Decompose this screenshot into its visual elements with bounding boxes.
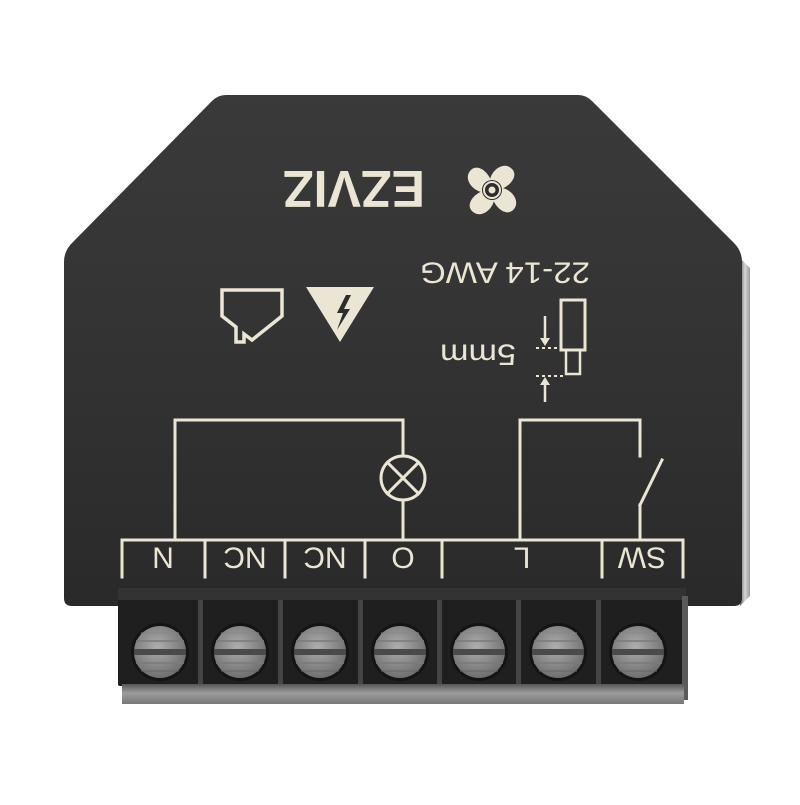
terminal-screw-icon	[210, 622, 270, 682]
terminal-divider	[358, 600, 363, 684]
terminal-divider	[516, 600, 521, 684]
terminal-screw-icon	[608, 622, 668, 682]
terminal-block-base	[122, 684, 684, 704]
neutral-wire	[173, 418, 405, 542]
terminal-label-sw: SW	[617, 541, 666, 574]
arrow-up-head	[540, 377, 550, 385]
terminal-label-frame	[120, 538, 685, 579]
terminal-screw-icon	[449, 622, 509, 682]
wire-gauge-label: 22-14 AWG	[420, 256, 590, 289]
printed-markings: EZVIZ 22-14 AWG 5mm	[120, 159, 685, 579]
terminal-label-l: L	[514, 541, 531, 574]
indoor-use-icon	[220, 288, 284, 344]
terminal-divider	[278, 600, 283, 684]
module-body-sheen	[64, 95, 742, 606]
lightning-bolt-icon	[337, 295, 351, 330]
terminal-label-nc-2: NC	[303, 541, 346, 574]
wire-conductor	[564, 348, 582, 376]
wire-strip-gauge-icon	[536, 298, 587, 402]
terminal-label-nc-1: NC	[223, 541, 266, 574]
high-voltage-warning-icon	[306, 287, 374, 342]
terminal-screw-icon	[370, 622, 430, 682]
warning-triangle	[306, 287, 374, 342]
terminal-divider	[437, 600, 442, 684]
line-wire	[518, 418, 642, 542]
terminal-block	[118, 588, 688, 704]
brand-logo: EZVIZ	[283, 159, 517, 217]
wiring-diagram	[120, 418, 685, 579]
fan-logo-icon	[467, 165, 517, 215]
strip-length-label: 5mm	[440, 338, 516, 371]
terminal-block-lip	[118, 588, 686, 600]
terminal-divider	[198, 600, 203, 684]
terminal-divider	[596, 600, 601, 684]
terminal-screw-icon	[528, 622, 588, 682]
terminal-block-side	[682, 596, 688, 700]
logo-wordmark: EZVIZ	[283, 159, 425, 217]
switch-blade	[637, 457, 665, 508]
terminal-labels: N NC NC O L SW	[152, 541, 666, 574]
terminal-label-o: O	[391, 541, 414, 574]
terminal-label-n: N	[152, 541, 174, 574]
terminal-screw-icon	[290, 622, 350, 682]
lamp-cross-b	[385, 460, 421, 496]
terminal-screw-icon	[130, 622, 190, 682]
switch-symbol-icon	[637, 457, 665, 542]
body-side-face	[740, 258, 750, 606]
fan-hub-center	[488, 186, 496, 194]
fan-hub-outline	[483, 181, 501, 199]
arrow-down-head	[540, 338, 550, 346]
